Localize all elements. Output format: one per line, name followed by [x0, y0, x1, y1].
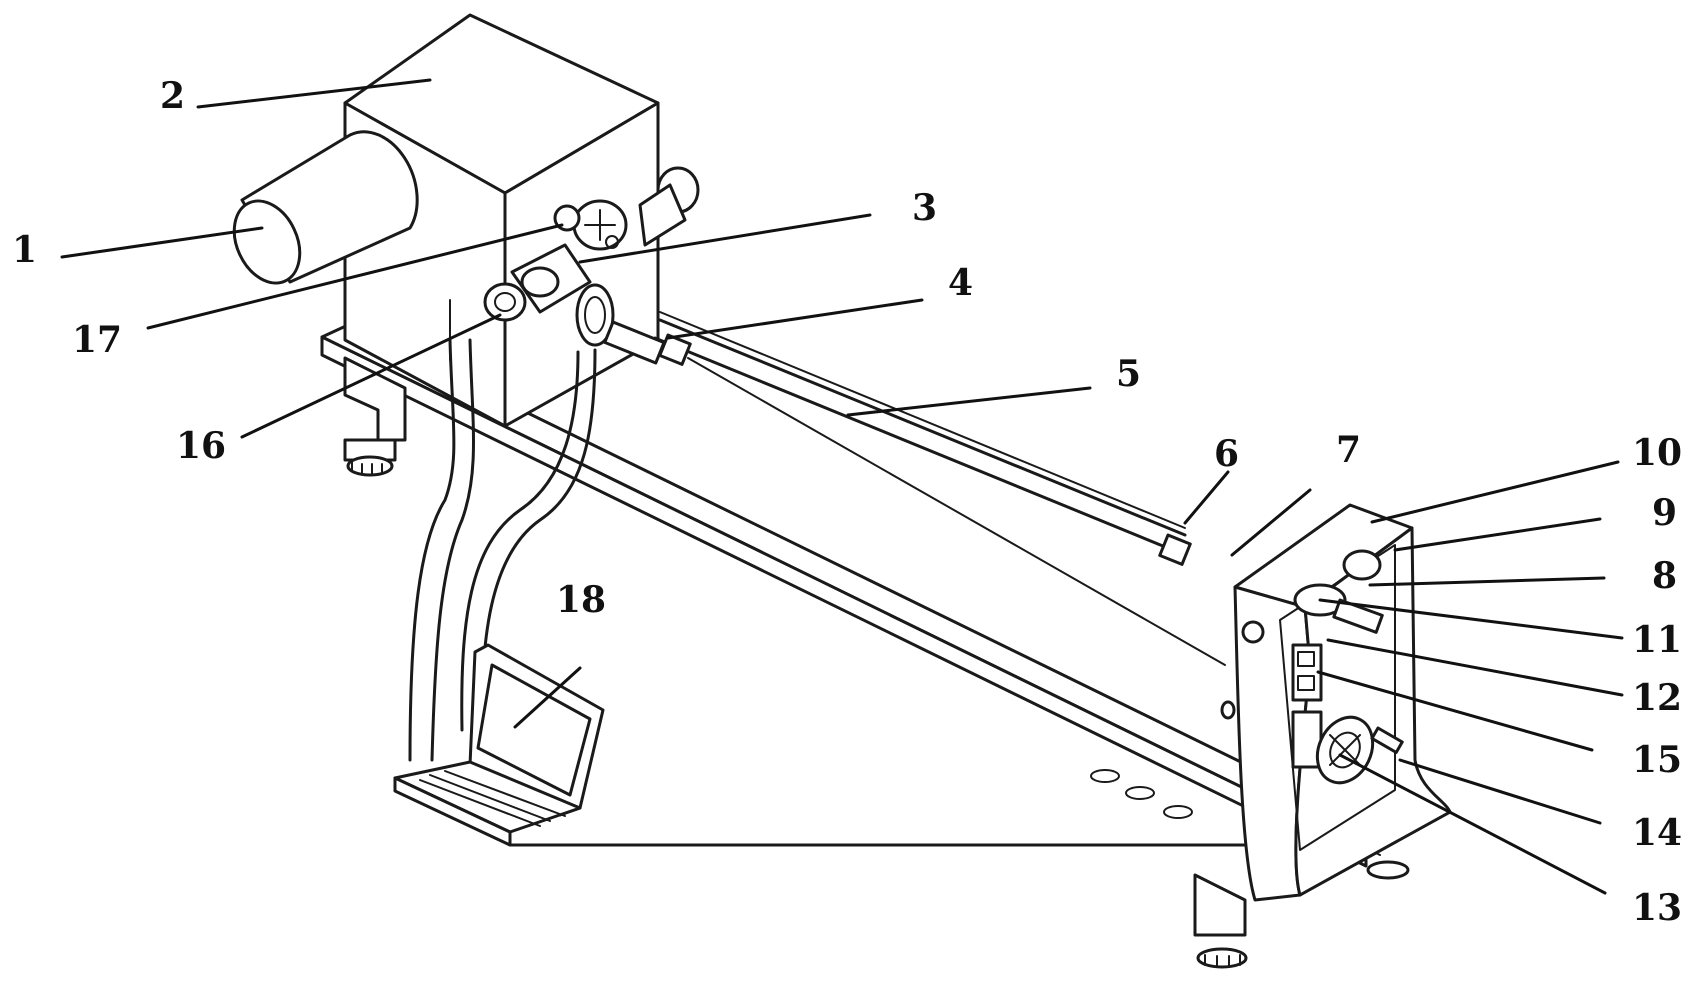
- head-mechanism: [483, 166, 700, 365]
- callout-13: 13: [1632, 887, 1682, 929]
- leader-lines: [60, 78, 1624, 895]
- leader-6: [1183, 470, 1230, 525]
- leader-4: [666, 298, 924, 340]
- laptop-computer: [393, 643, 1312, 847]
- callout-10: 10: [1632, 432, 1682, 474]
- callout-5: 5: [1116, 353, 1141, 395]
- leader-15: [1316, 670, 1594, 752]
- leader-8: [1368, 576, 1606, 587]
- leader-17: [146, 223, 564, 330]
- callout-18: 18: [556, 579, 606, 621]
- callout-labels: 1 2 3 4 5 6 7 10 9 8 11 12 15 14 13 16 1…: [12, 75, 1682, 929]
- leader-13: [1338, 753, 1607, 895]
- leader-11: [1318, 598, 1624, 640]
- right-leg: [1193, 860, 1410, 969]
- callout-2: 2: [160, 75, 185, 117]
- callout-4: 4: [948, 262, 973, 304]
- leader-16: [240, 313, 502, 439]
- leader-7: [1230, 488, 1312, 557]
- callout-14: 14: [1632, 812, 1682, 854]
- leader-5: [846, 386, 1092, 417]
- leader-2: [196, 78, 432, 109]
- callout-9: 9: [1652, 492, 1677, 534]
- callout-1: 1: [12, 229, 37, 271]
- callout-17: 17: [72, 319, 122, 361]
- leader-12: [1326, 638, 1624, 697]
- leader-10: [1370, 460, 1620, 524]
- leader-14: [1398, 758, 1602, 825]
- callout-8: 8: [1652, 555, 1677, 597]
- leader-1: [60, 226, 264, 259]
- callout-3: 3: [912, 187, 937, 229]
- leader-3: [578, 213, 872, 264]
- right-frame: [1220, 503, 1452, 902]
- long-shaft: [653, 311, 1226, 666]
- callout-11: 11: [1632, 619, 1682, 661]
- base-rail: [320, 323, 1392, 868]
- cylinder-lens: [232, 130, 419, 285]
- callout-12: 12: [1632, 677, 1682, 719]
- leader-9: [1393, 517, 1602, 552]
- left-leg: [343, 356, 407, 477]
- callout-15: 15: [1632, 739, 1682, 781]
- callout-6: 6: [1214, 433, 1239, 475]
- leader-18: [513, 666, 582, 729]
- callout-7: 7: [1336, 429, 1361, 471]
- callout-16: 16: [176, 425, 226, 467]
